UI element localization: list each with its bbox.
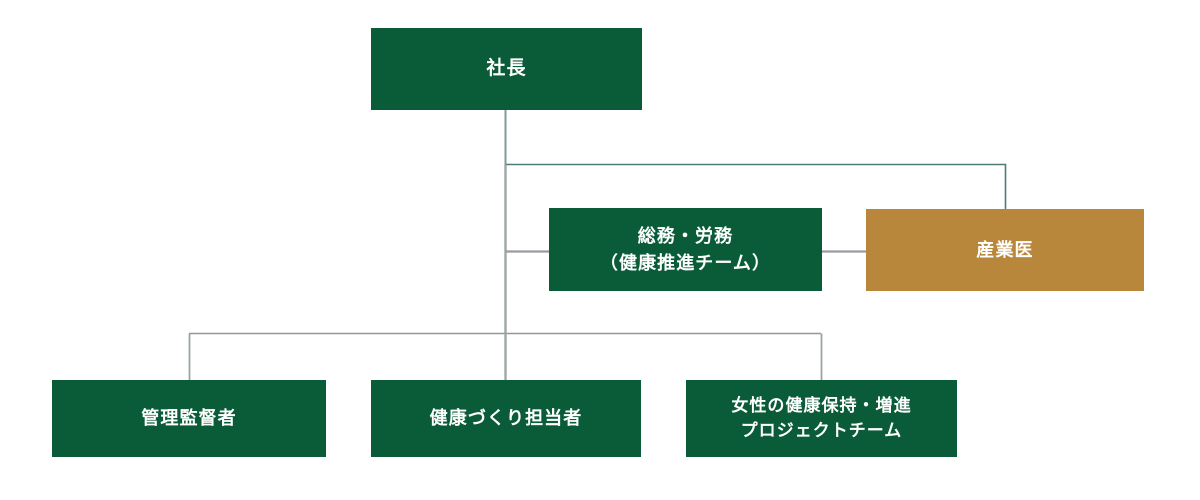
node-occupational-physician-label: 産業医: [976, 239, 1034, 260]
node-womens-health-project-team-label: 女性の健康保持・増進: [731, 395, 912, 415]
node-president-label: 社長: [486, 58, 527, 80]
node-managers-supervisors[interactable]: 管理監督者: [52, 380, 326, 457]
node-general-affairs-labor-label: 総務・労務: [637, 226, 734, 247]
node-occupational-physician[interactable]: 産業医: [866, 209, 1144, 291]
node-president[interactable]: 社長: [371, 28, 642, 110]
node-health-promotion-officer-label: 健康づくり担当者: [429, 408, 583, 429]
node-managers-supervisors-label: 管理監督者: [141, 408, 237, 429]
node-womens-health-project-team[interactable]: 女性の健康保持・増進プロジェクトチーム: [686, 380, 957, 457]
node-womens-health-project-team-label: プロジェクトチーム: [740, 420, 903, 440]
node-general-affairs-labor[interactable]: 総務・労務 （健康推進チーム）: [549, 208, 822, 291]
link-president-to-occupational-physician: [505, 163, 1007, 209]
node-general-affairs-labor-label: （健康推進チーム）: [599, 252, 772, 273]
node-health-promotion-officer[interactable]: 健康づくり担当者: [371, 380, 641, 457]
